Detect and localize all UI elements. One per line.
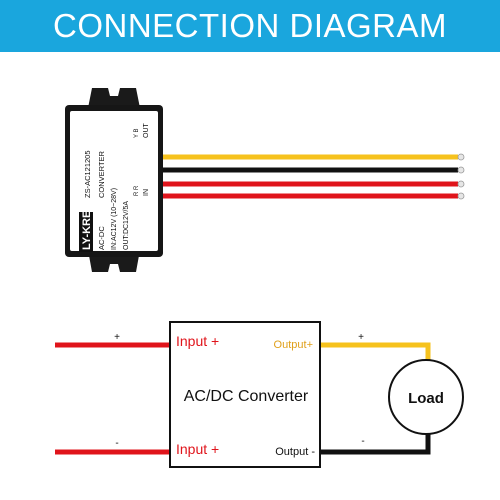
output-top-label: Output+ [274,339,313,351]
in-polarity: R R [134,185,140,196]
out-label: OUT [143,123,150,139]
module-label-text: LY-KREE AC-DC CONVERTER ZS-AC121205 IN:A… [79,123,150,252]
schematic-output-wire-negative [320,432,431,455]
type-line1: AC-DC [97,226,106,250]
schematic-output-wire-positive [320,342,431,362]
input-wires [150,180,465,200]
wire-end-red-1 [457,180,465,188]
load-circle [388,359,464,435]
output-wires [150,153,465,174]
type-line2: CONVERTER [97,150,106,198]
output-spec: OUT:DC12V/5A [123,201,130,250]
wire-end-red-2 [457,192,465,200]
output-bottom-label: Output - [275,446,315,458]
load-label: Load [408,390,444,407]
mounting-ear-top [88,88,140,108]
input-bottom-label: Input + [176,441,219,457]
brand-label: LY-KREE [81,203,93,250]
out-polarity: Y B [134,128,140,138]
input-top-label: Input + [176,333,219,349]
model-number: ZS-AC121205 [83,150,92,198]
minus-right: - [361,436,364,447]
plus-left: + [114,332,120,343]
input-spec: IN:AC12V (10~28V) [111,188,118,250]
converter-module: LY-KREE AC-DC CONVERTER ZS-AC121205 IN:A… [65,88,465,272]
diagram-title: CONNECTION DIAGRAM [52,7,447,44]
converter-label: AC/DC Converter [184,388,309,405]
wire-end-yellow [457,153,465,161]
converter-box [169,321,321,468]
wiring-schematic: AC/DC Converter Input + Input + Output+ … [55,321,464,468]
title-banner: CONNECTION DIAGRAM [0,0,500,52]
wire-end-black [457,166,465,174]
in-label: IN [143,189,150,196]
minus-left: - [115,438,118,449]
plus-right: + [358,332,364,343]
